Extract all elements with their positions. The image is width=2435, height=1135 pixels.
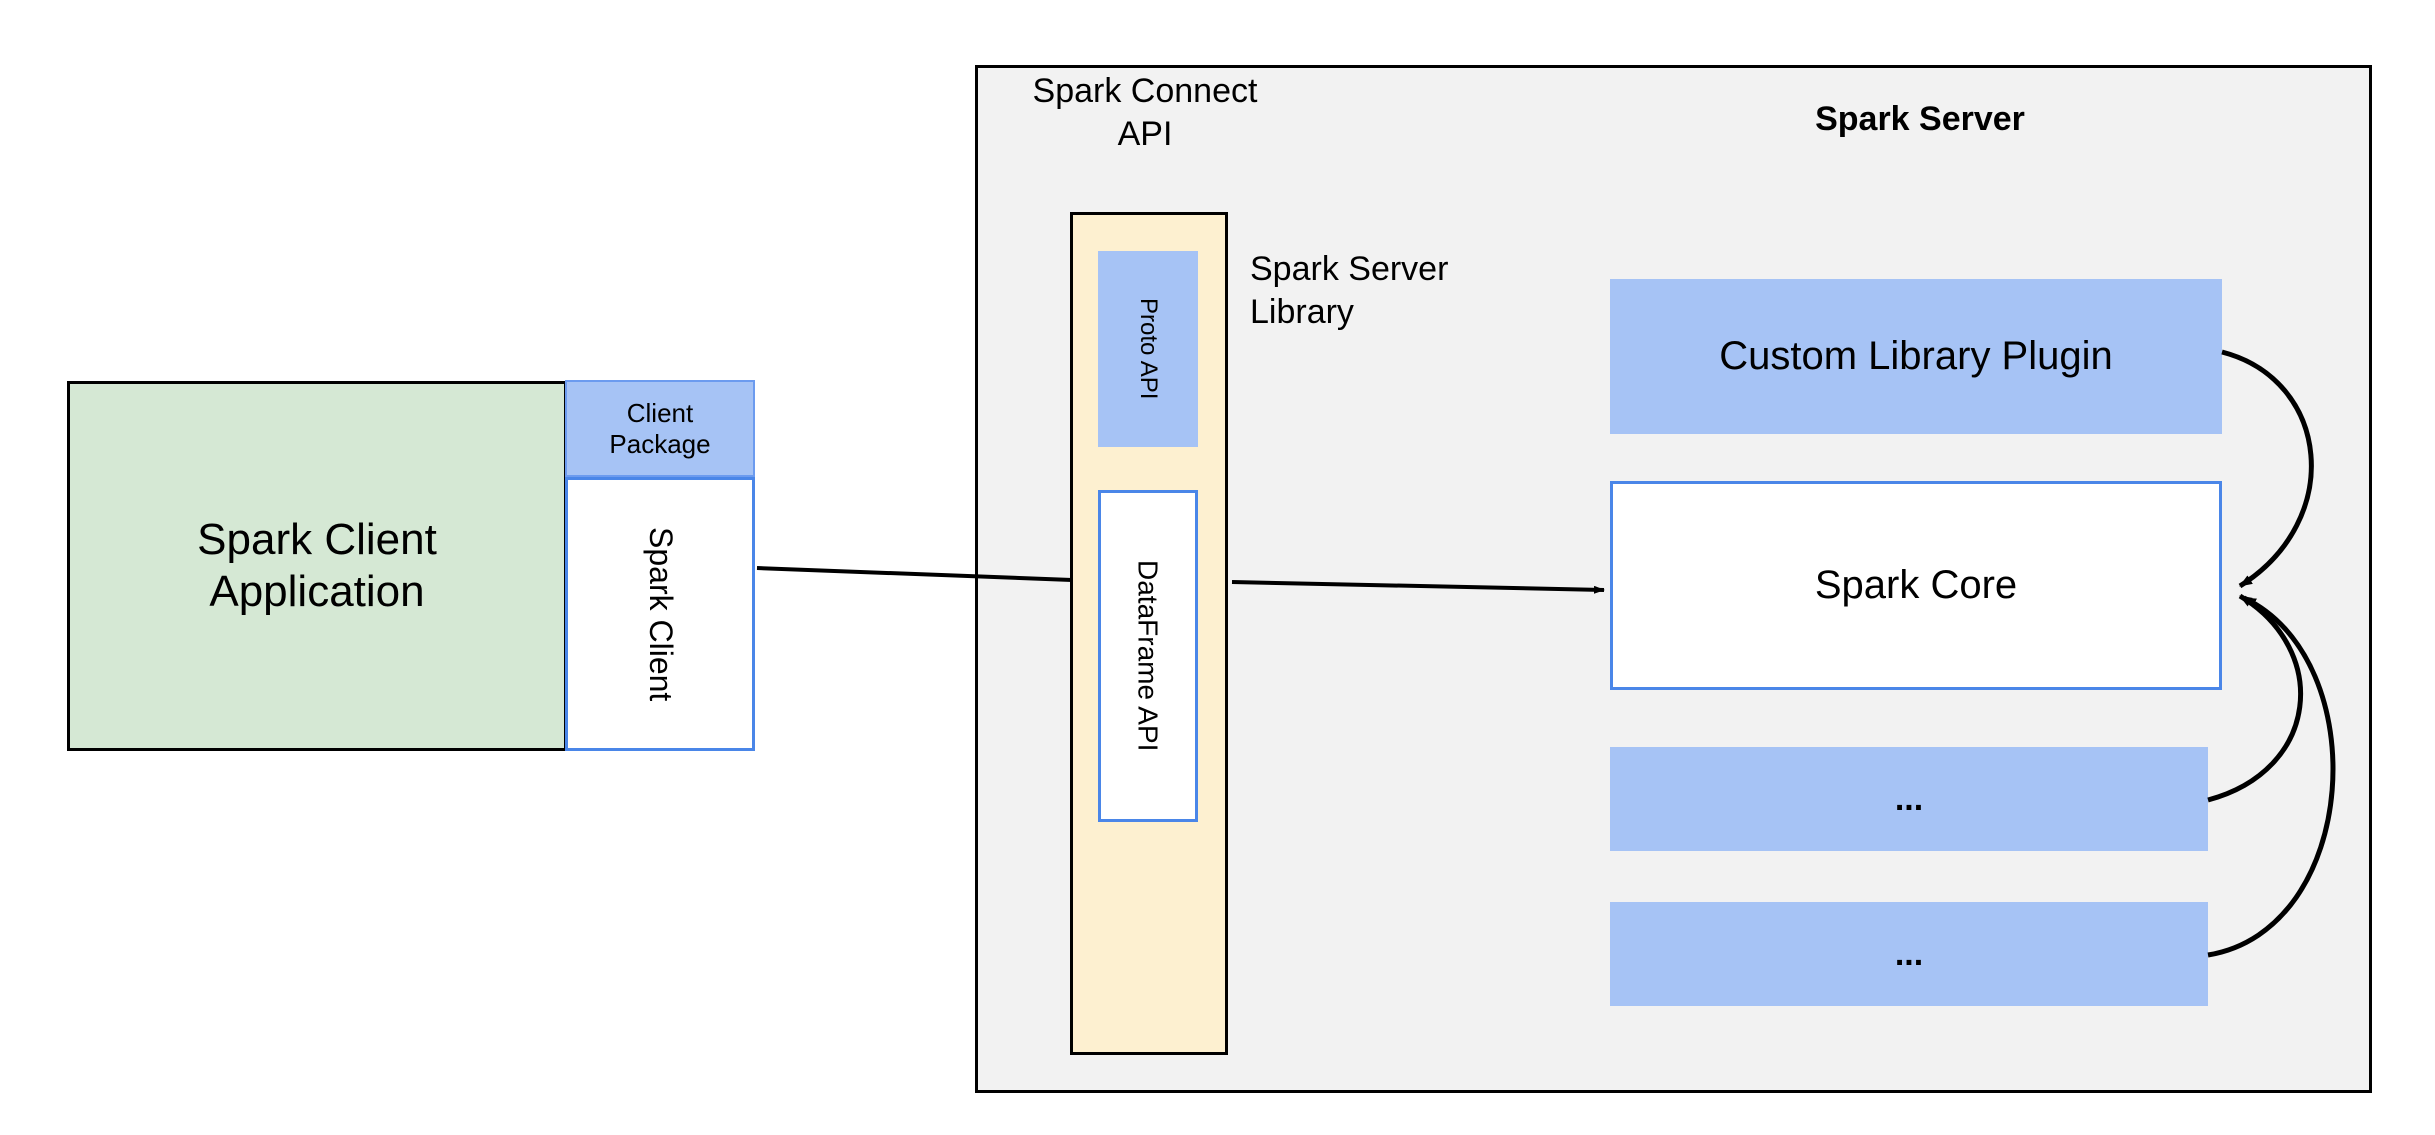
spark-server-library-label: Spark Server Library — [1250, 248, 1550, 333]
proto-api-box: Proto API — [1098, 251, 1198, 447]
plugin-placeholder-box-2: ... — [1610, 902, 2208, 1006]
proto-api-label: Proto API — [1135, 298, 1163, 400]
client-package-label-line1: Client — [626, 397, 694, 428]
spark-client-label: Spark Client — [642, 526, 679, 702]
dataframe-api-label: DataFrame API — [1132, 560, 1164, 752]
plugin-placeholder-label-2: ... — [1894, 934, 1924, 973]
spark-server-title: Spark Server — [1815, 100, 2025, 138]
custom-library-plugin-box: Custom Library Plugin — [1610, 279, 2222, 434]
spark-client-application-label-line1: Spark Client — [197, 515, 437, 565]
client-package-box: Client Package — [565, 380, 755, 477]
client-package-label-line2: Package — [609, 428, 711, 459]
spark-client-application-label: Spark Client Application — [187, 514, 447, 618]
spark-client-box: Spark Client — [565, 477, 755, 751]
plugin-placeholder-box-1: ... — [1610, 747, 2208, 851]
plugin-placeholder-label-1: ... — [1894, 779, 1924, 818]
spark-connect-api-label-line1: Spark Connect — [1032, 72, 1258, 110]
spark-core-label: Spark Core — [1814, 562, 2018, 607]
spark-connect-api-label-line2: API — [1117, 114, 1173, 153]
spark-server-library-label-line2: Library — [1250, 292, 1354, 331]
spark-core-box: Spark Core — [1610, 481, 2222, 690]
dataframe-api-box: DataFrame API — [1098, 490, 1198, 822]
custom-library-plugin-label: Custom Library Plugin — [1719, 333, 2113, 378]
client-package-label: Client Package — [609, 398, 710, 459]
spark-server-library-label-line1: Spark Server — [1250, 250, 1449, 288]
spark-client-application-label-line2: Application — [209, 567, 425, 616]
spark-client-application-box: Spark Client Application — [67, 381, 567, 751]
spark-connect-api-label: Spark Connect API — [1000, 70, 1290, 155]
